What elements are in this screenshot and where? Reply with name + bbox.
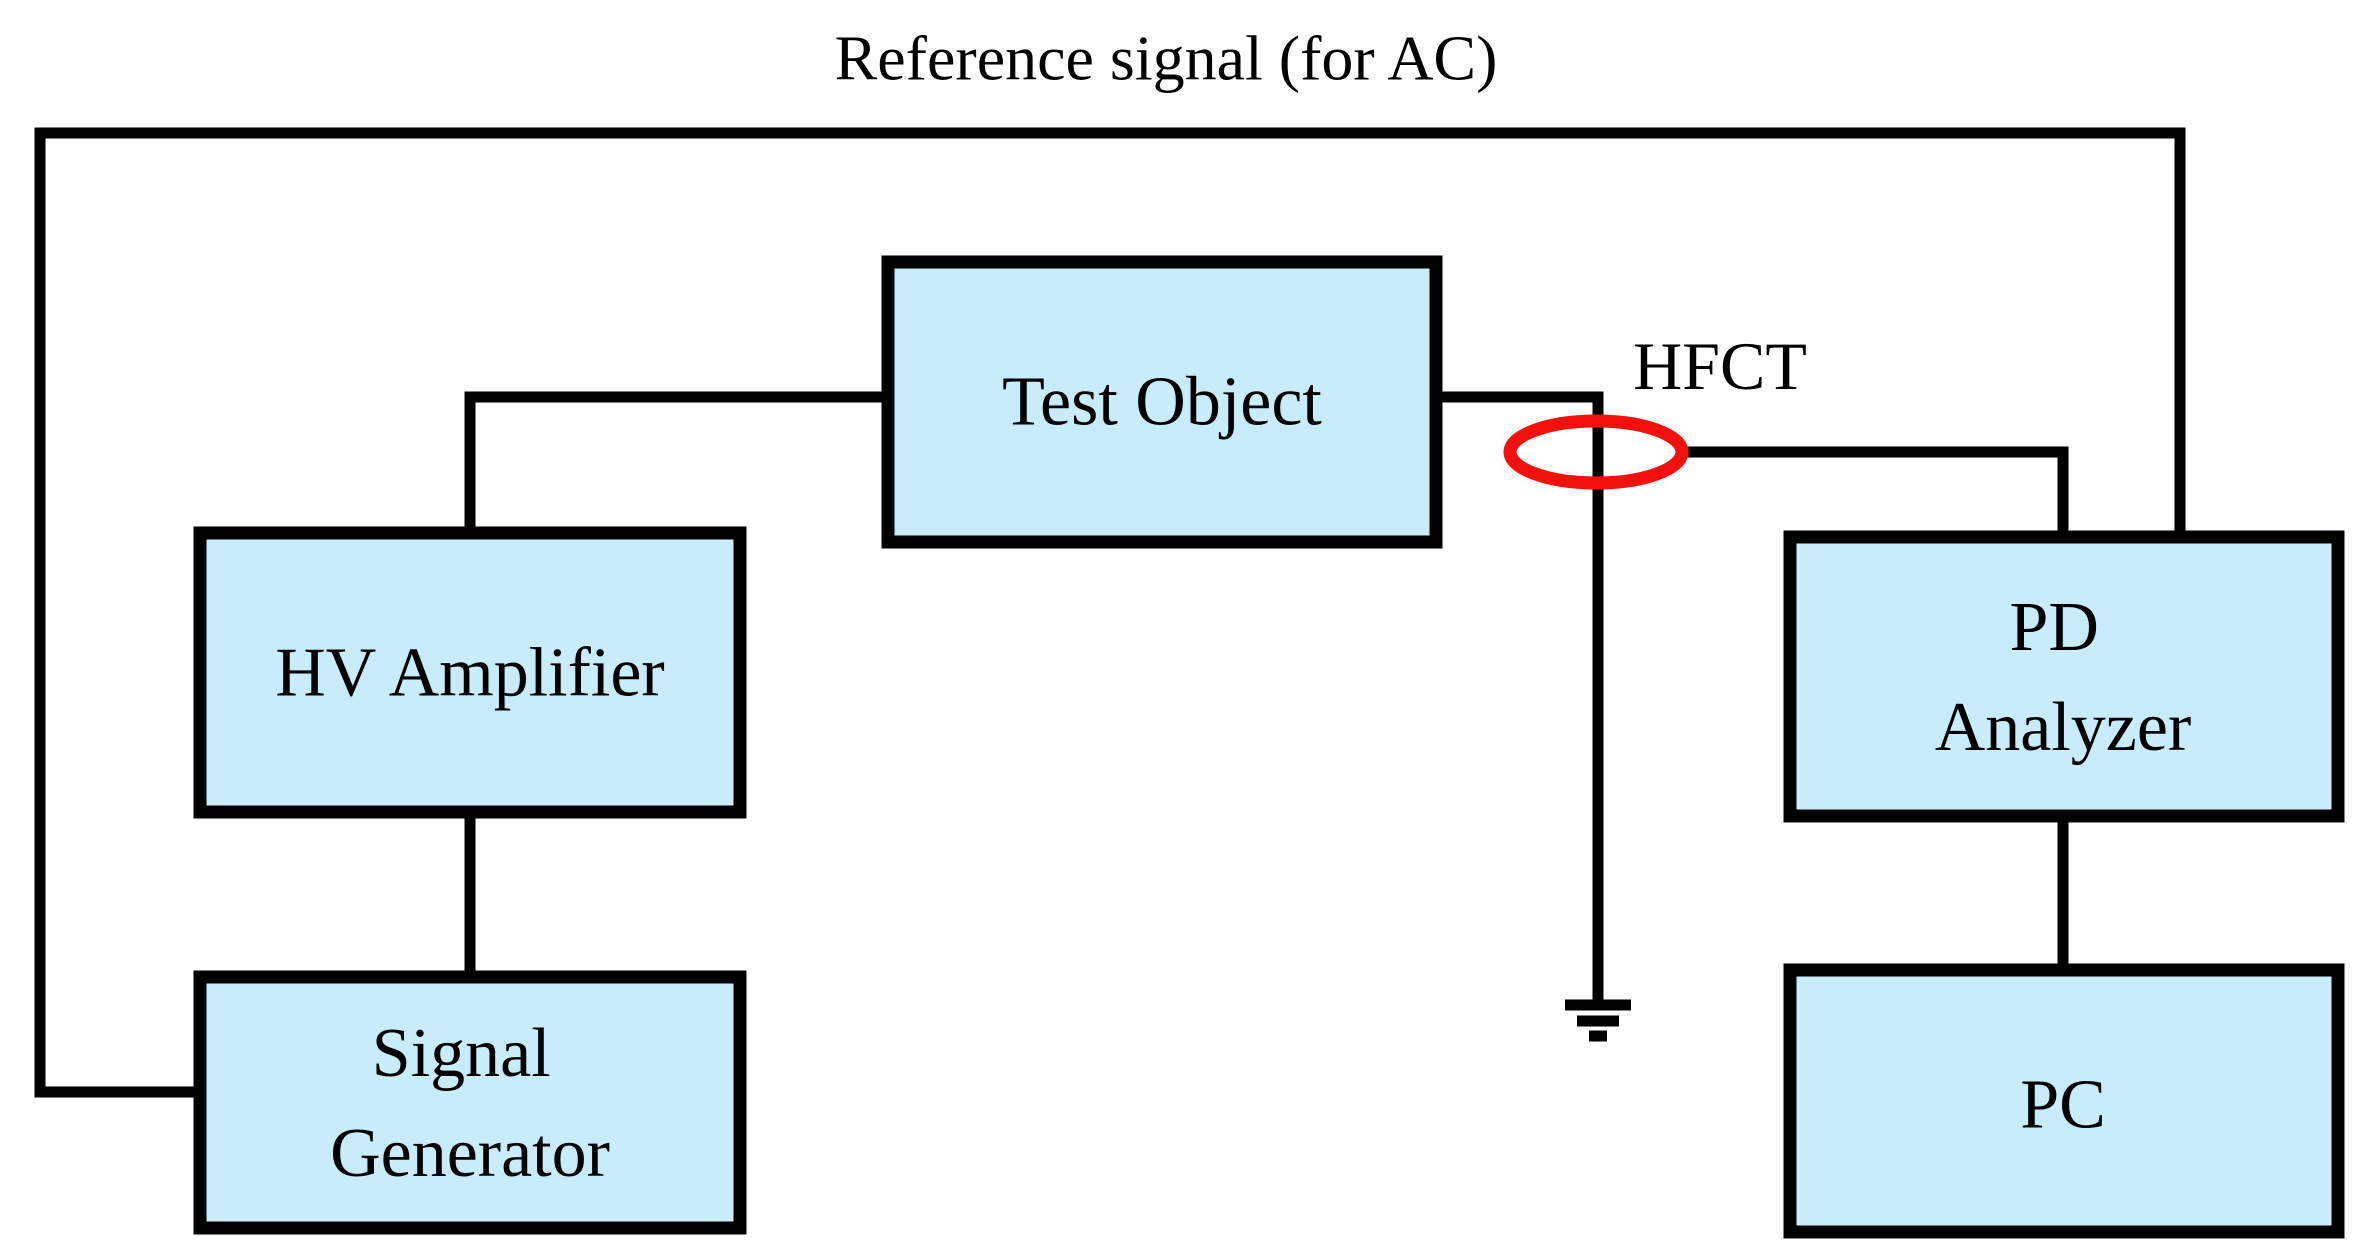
node-pc: PC [1783, 963, 2345, 1239]
test-object-box [881, 255, 1443, 549]
connectors [34, 127, 2186, 1098]
test-object-label: Test Object [1002, 364, 1322, 441]
signal-generator-box [193, 970, 747, 1235]
wire-hfct-to-pd-analyzer [1682, 446, 2069, 537]
hv-amplifier-label: HV Amplifier [275, 635, 665, 712]
signal-generator-label-line1: Signal [372, 1015, 551, 1092]
pd-analyzer-box [1783, 530, 2345, 823]
pc-box [1783, 963, 2345, 1239]
hv-amplifier-box [193, 526, 747, 819]
wire-reference-signal [34, 127, 2186, 1098]
node-pd-analyzer: PD Analyzer [1783, 530, 2345, 823]
signal-generator-label: Signal Generator [330, 1015, 610, 1192]
node-hv-amplifier: HV Amplifier [193, 526, 747, 819]
wire-test-object-to-ground [1436, 391, 1604, 1005]
pd-analyzer-label: PD Analyzer [1935, 589, 2192, 766]
signal-generator-label-line2: Generator [330, 1115, 610, 1192]
ground-symbol-icon [1565, 999, 1631, 1042]
pc-label: PC [2020, 1067, 2106, 1144]
wire-test-object-to-hv-amplifier [464, 391, 888, 533]
hfct-label: HFCT [1633, 328, 1807, 404]
node-test-object: Test Object [881, 255, 1443, 549]
node-signal-generator: Signal Generator [193, 970, 747, 1235]
pd-analyzer-label-line2: Analyzer [1935, 689, 2192, 766]
pd-analyzer-label-line1: PD [2010, 589, 2099, 666]
hfct-clamp-ring-icon [1503, 414, 1689, 490]
reference-signal-title: Reference signal (for AC) [835, 23, 1498, 94]
